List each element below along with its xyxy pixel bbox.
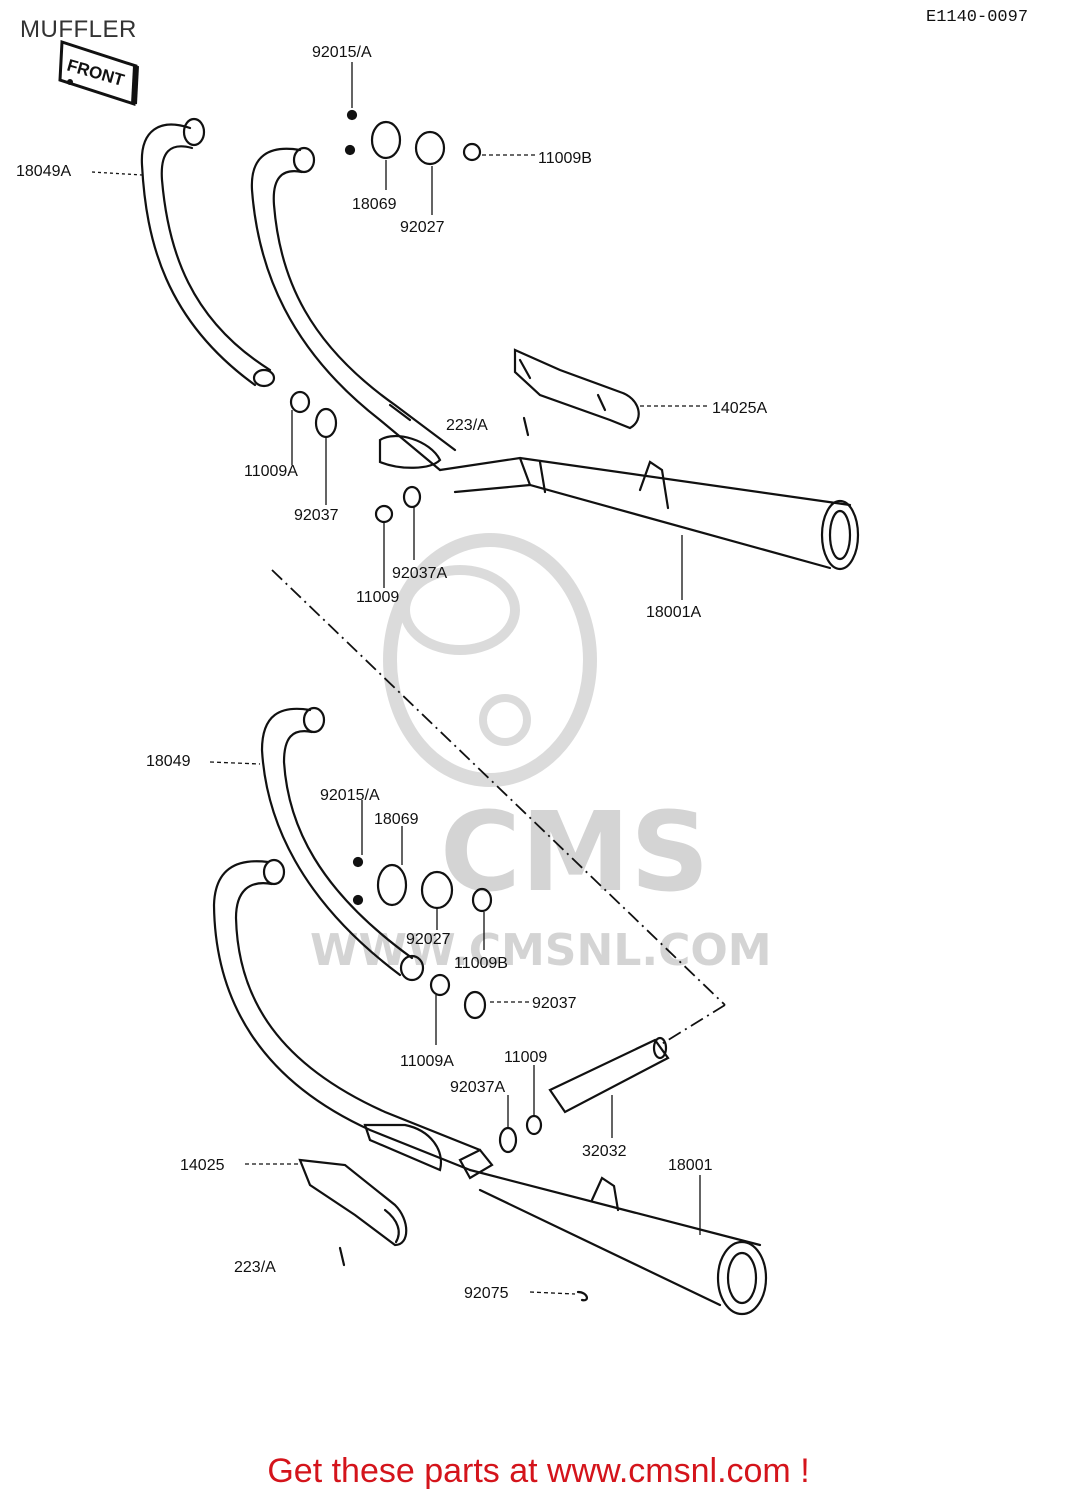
callout-18069-lower: 18069 <box>374 811 419 828</box>
watermark-mascot-head <box>383 533 597 787</box>
callout-18001-lower: 18001 <box>668 1157 713 1174</box>
assembly-divider-line <box>271 569 726 1006</box>
callout-92015a-lower: 92015/A <box>320 787 380 804</box>
callout-92037-upper: 92037 <box>294 507 339 524</box>
upper-leader-lines <box>91 62 708 600</box>
lower-leader-lines <box>209 761 701 1295</box>
lower-gasket-18069 <box>376 863 408 907</box>
callout-18049a-upper: 18049A <box>16 163 71 180</box>
callout-32032-lower: 32032 <box>582 1143 627 1160</box>
callout-18049-lower: 18049 <box>146 753 191 770</box>
upper-gasket-11009b <box>462 142 482 162</box>
callout-223a-upper: 223/A <box>446 417 488 434</box>
upper-muffler <box>438 456 860 571</box>
lower-exhaust-pipe-outer <box>260 706 425 982</box>
upper-exhaust-pipe-inner <box>250 146 457 472</box>
callout-92015a-upper: 92015/A <box>312 44 372 61</box>
callout-92037-lower: 92037 <box>532 995 577 1012</box>
lower-stud <box>352 894 364 906</box>
callout-11009a-lower: 11009A <box>400 1053 454 1070</box>
cms-watermark: CMS WWW.CMSNL.COM <box>310 533 772 976</box>
callout-18069-upper: 18069 <box>352 196 397 213</box>
lower-gasket-11009b <box>471 887 493 913</box>
upper-bolt-223a <box>522 416 530 437</box>
lower-collector-joint <box>458 1148 494 1180</box>
lower-assembly <box>212 706 768 1316</box>
lower-clamp-92037a <box>498 1126 518 1154</box>
upper-clamp-92037 <box>314 407 338 439</box>
lower-bolt-223a <box>338 1246 346 1267</box>
lower-nut-92015a <box>352 856 364 868</box>
front-direction-tag: FRONT <box>58 39 139 107</box>
callout-92037a-lower: 92037A <box>450 1079 505 1096</box>
section-title: MUFFLER <box>20 16 137 43</box>
lower-gasket-11009 <box>525 1114 543 1136</box>
upper-collector <box>378 435 442 469</box>
callout-92027-upper: 92027 <box>400 219 445 236</box>
lower-heat-guard <box>298 1158 408 1247</box>
watermark-brand: CMS <box>440 788 709 916</box>
watermark-mascot-eye <box>479 694 531 746</box>
upper-heat-guard <box>513 348 640 430</box>
upper-gasket-11009a <box>289 390 311 414</box>
lower-screw-92075 <box>576 1290 588 1302</box>
callout-18001a-upper: 18001A <box>646 604 701 621</box>
callout-11009b-upper: 11009B <box>538 150 592 167</box>
upper-stud <box>344 144 356 156</box>
callout-92027-lower: 92027 <box>406 931 451 948</box>
lower-connector-pipe <box>548 1036 670 1114</box>
upper-exhaust-pipe-outer <box>140 117 276 388</box>
footer-cta-link[interactable]: Get these parts at www.cmsnl.com ! <box>267 1452 810 1490</box>
callout-11009-lower: 11009 <box>504 1049 547 1066</box>
lower-callouts: 18049 92015/A 18069 92027 11009B 92037 1… <box>146 753 713 1302</box>
callout-92075-lower: 92075 <box>464 1285 509 1302</box>
upper-nut-92015a <box>346 109 358 121</box>
upper-gasket-11009 <box>374 504 394 524</box>
callout-11009a-upper: 11009A <box>244 463 298 480</box>
upper-gasket-18069 <box>370 120 402 160</box>
lower-exhaust-pipe-inner <box>212 858 482 1172</box>
callout-14025a-upper: 14025A <box>712 400 767 417</box>
callout-223a-lower: 223/A <box>234 1259 276 1276</box>
lower-clamp-92037 <box>463 990 487 1020</box>
callout-11009b-lower: 11009B <box>454 955 508 972</box>
upper-clamp-92037a <box>402 485 422 509</box>
upper-callouts: 92015/A 18049A 11009B 18069 92027 14025A… <box>16 44 767 621</box>
watermark-site: WWW.CMSNL.COM <box>310 925 772 976</box>
callout-11009-upper: 11009 <box>356 589 399 606</box>
watermark-mascot-goggles <box>400 565 520 655</box>
upper-assembly <box>140 109 860 571</box>
assembly-divider-line-short <box>659 1004 726 1046</box>
upper-clamp-92027 <box>414 130 446 166</box>
lower-muffler <box>468 1168 768 1316</box>
drawing-number: E1140-0097 <box>926 8 1029 27</box>
lower-collector <box>363 1123 443 1172</box>
lower-gasket-11009a <box>429 973 451 997</box>
callout-14025-lower: 14025 <box>180 1157 225 1174</box>
callout-92037a-upper: 92037A <box>392 565 447 582</box>
